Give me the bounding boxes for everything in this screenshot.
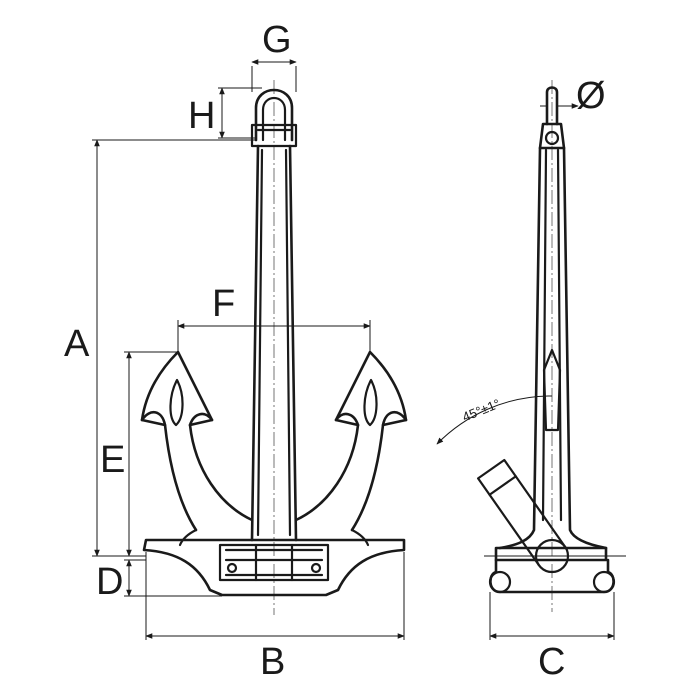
side-crown-pin xyxy=(534,538,570,574)
left-fluke-bottom xyxy=(140,411,167,427)
left-fluke-bottom-r xyxy=(188,412,214,427)
side-view xyxy=(476,80,626,612)
label-phi: Ø xyxy=(576,75,606,117)
shackle-outer xyxy=(254,88,294,142)
right-fluke-bottom-l xyxy=(334,412,360,427)
crown-outline xyxy=(142,538,406,597)
shackle-inner xyxy=(261,96,287,142)
label-b: B xyxy=(260,641,285,683)
right-fluke-bottom xyxy=(381,411,408,427)
right-arm-foot xyxy=(350,528,370,547)
front-view xyxy=(140,80,408,615)
label-g: G xyxy=(262,19,292,61)
label-e: E xyxy=(100,439,125,481)
left-fluke-slot xyxy=(169,378,184,427)
crown-box-lines xyxy=(224,548,324,577)
label-c: C xyxy=(538,641,565,683)
left-arm-outline xyxy=(140,350,254,532)
label-f: F xyxy=(212,283,235,325)
shackle-crown xyxy=(250,123,298,148)
side-shank-inner xyxy=(541,148,563,522)
label-a: A xyxy=(64,323,90,365)
label-h: H xyxy=(188,95,215,137)
left-pin xyxy=(226,562,238,574)
side-swung-arm xyxy=(476,458,567,567)
shank-outline xyxy=(250,144,298,542)
side-tab xyxy=(545,86,559,126)
left-arm-foot xyxy=(178,528,198,547)
front-dimensions: G H A F E D B xyxy=(64,19,405,683)
side-crown-top xyxy=(494,546,608,562)
side-shank-outline xyxy=(498,146,608,550)
label-angle: 45°±1° xyxy=(460,396,502,425)
side-right-ball xyxy=(592,570,616,594)
side-fluke xyxy=(542,348,562,432)
label-d: D xyxy=(96,561,123,603)
side-shackle-hole xyxy=(544,130,560,146)
side-left-ball xyxy=(488,570,512,594)
right-arm-outline xyxy=(294,350,408,532)
right-fluke-slot xyxy=(363,378,378,427)
shank-foot xyxy=(254,543,294,582)
dim-angle-arc xyxy=(436,395,549,445)
shank-inner-lines xyxy=(256,148,292,537)
right-pin xyxy=(310,562,322,574)
